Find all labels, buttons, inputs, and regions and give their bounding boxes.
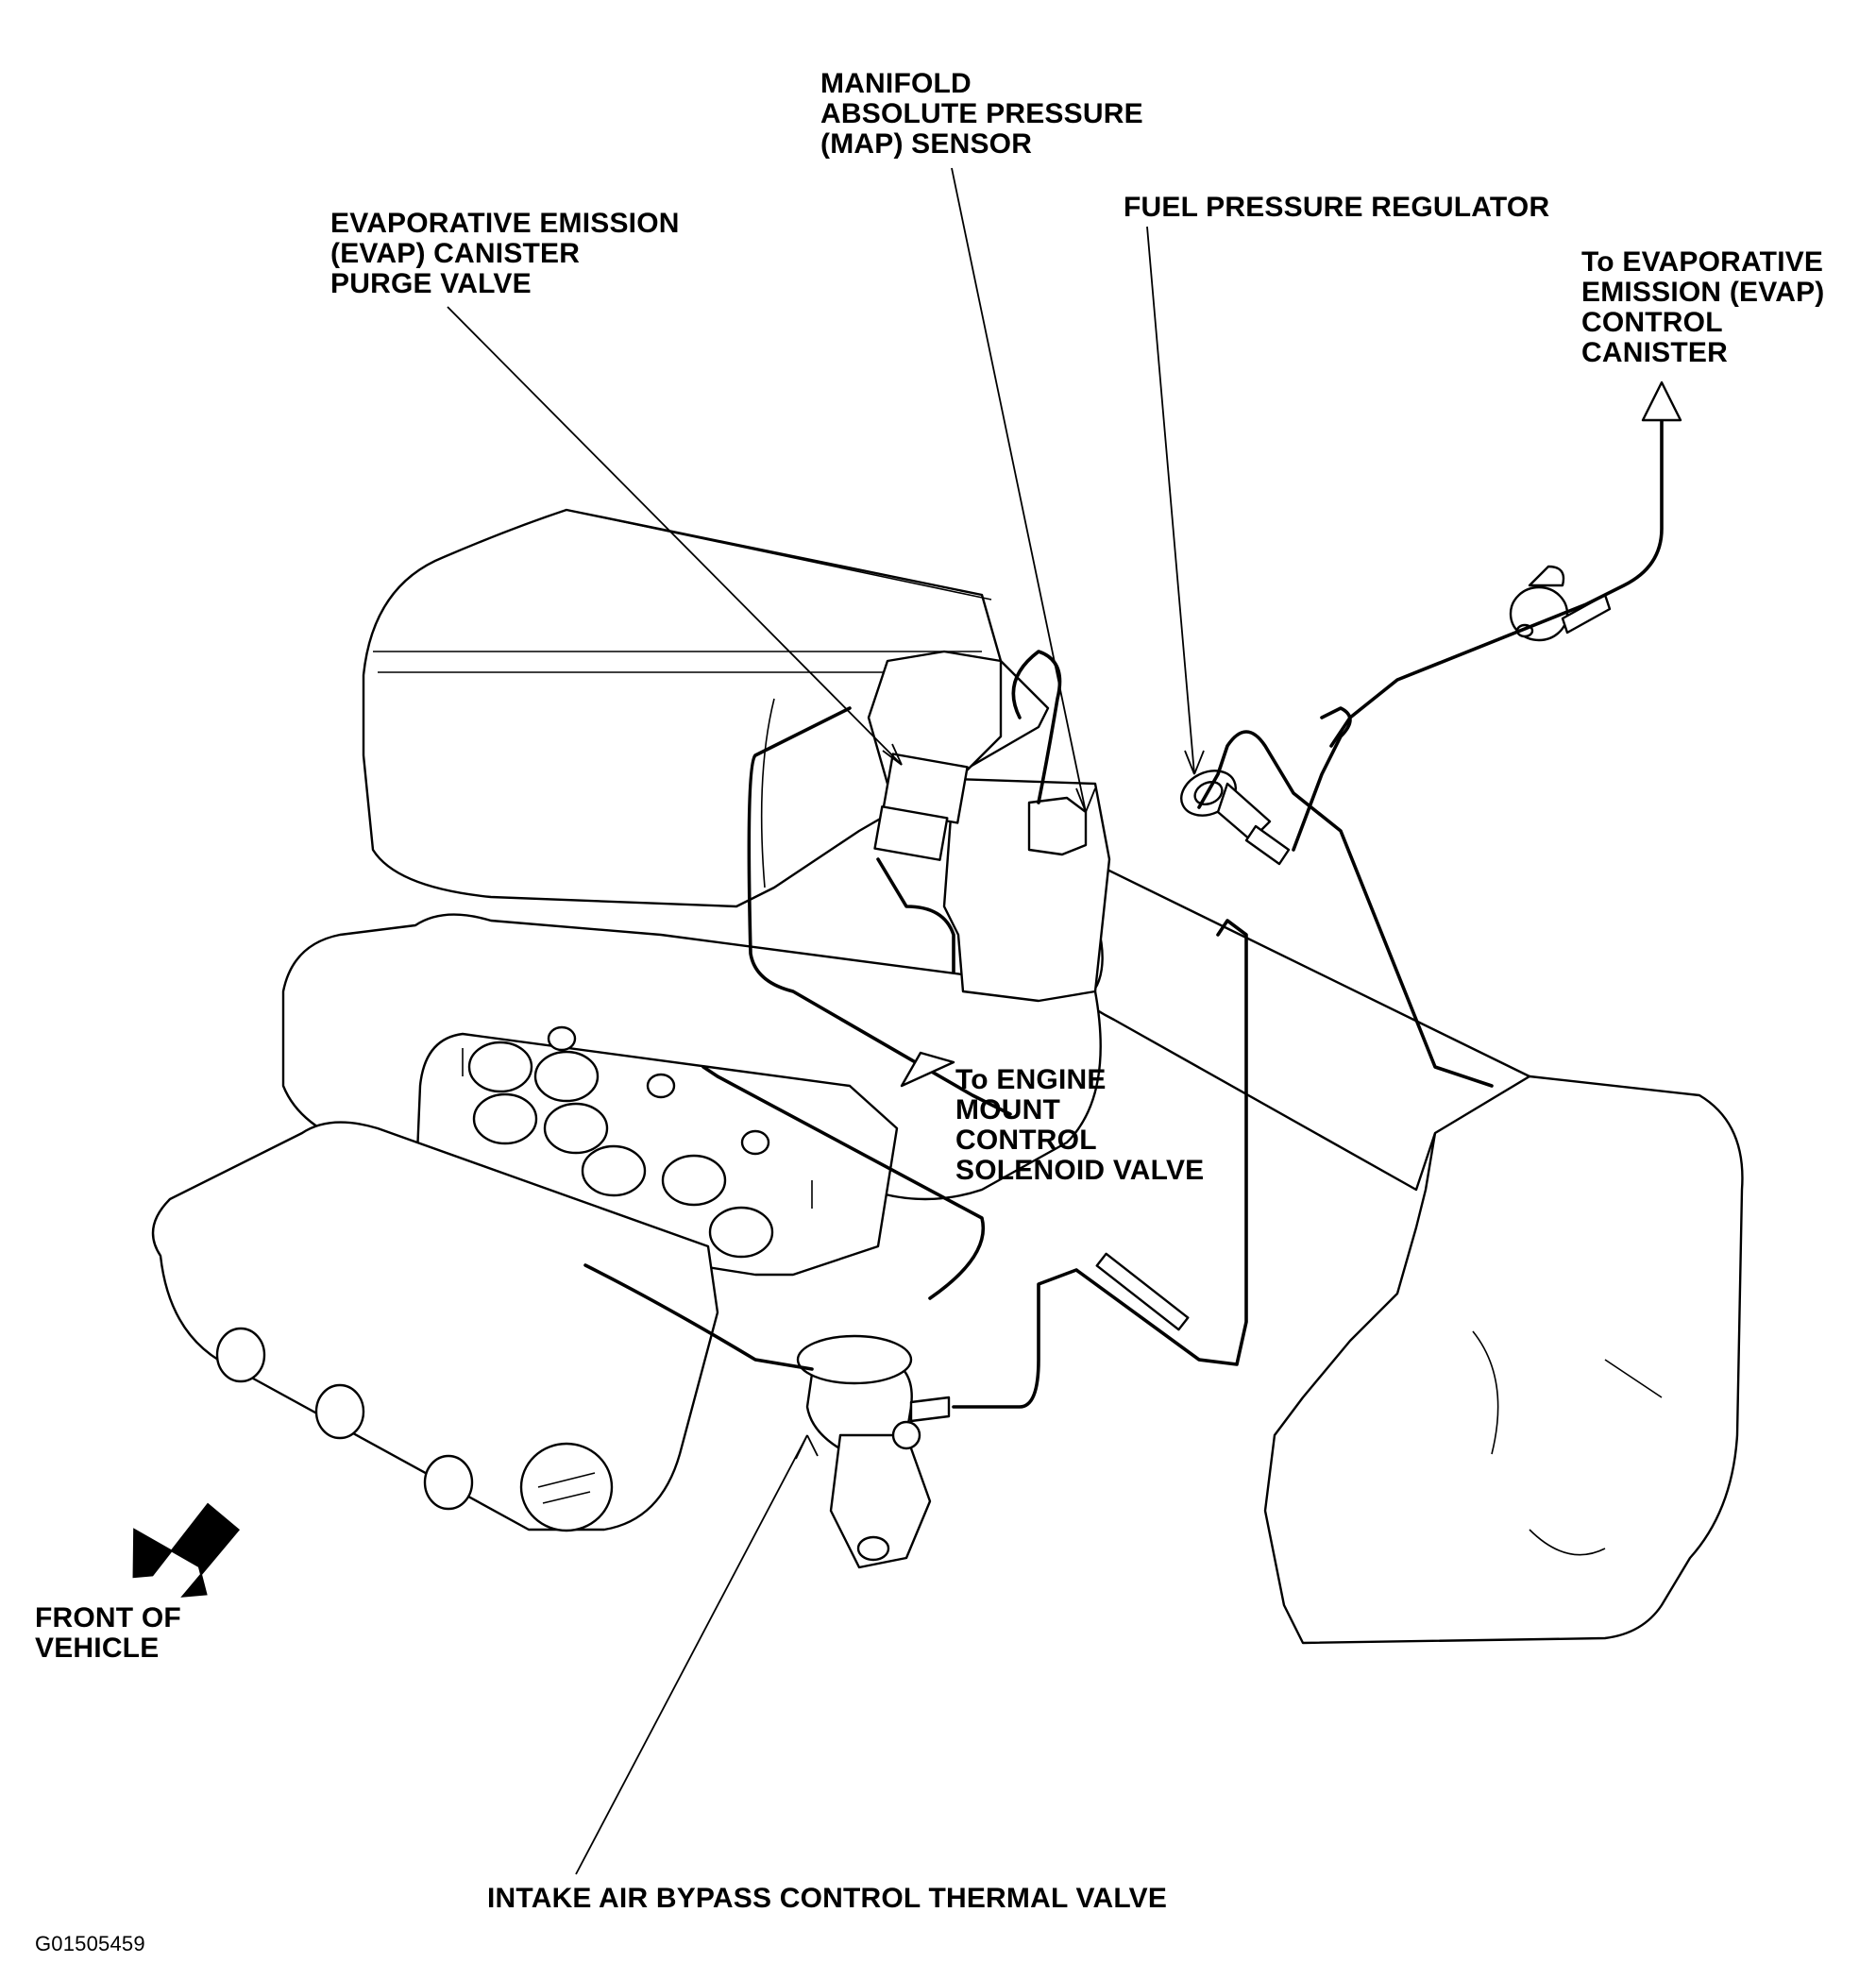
leader-thermal-valve [575, 1434, 808, 1875]
hose-purge-to-mount-valve [747, 706, 1012, 1116]
fuel-pressure-regulator-part [1180, 770, 1291, 866]
intake-air-bypass-thermal-valve-part [796, 1334, 951, 1569]
label-map-sensor: MANIFOLD ABSOLUTE PRESSURE (MAP) SENSOR [820, 68, 1143, 160]
hose-thermal-valve-branch [701, 1065, 985, 1300]
hollow-arrowhead-icon [1641, 381, 1682, 422]
intake-plenum [362, 508, 1050, 908]
map-sensor-body [1027, 796, 1088, 856]
label-to-engine-mount: To ENGINE MOUNT CONTROL SOLENOID VALVE [955, 1064, 1205, 1186]
intake-elbow [867, 650, 1003, 786]
hose-manifold-to-valve [583, 1263, 814, 1371]
evap-line-check-valve [1509, 565, 1612, 642]
hose-map-sensor [1011, 650, 1062, 804]
transmission-housing [1263, 1075, 1744, 1645]
front-valve-cover [151, 1121, 719, 1531]
hose-fuel-regulator-loop [1197, 730, 1494, 1088]
hose-purge-valve-rail [876, 857, 955, 974]
label-to-evap-canister: To EVAPORATIVE EMISSION (EVAP) CONTROL C… [1581, 246, 1825, 368]
figure-code: G01505459 [35, 1932, 145, 1955]
leader-evap-purge-valve [447, 306, 903, 766]
arrow-down-left-icon [132, 1502, 241, 1598]
label-fuel-pressure-regulator: FUEL PRESSURE REGULATOR [1124, 192, 1550, 223]
leader-map-sensor [951, 167, 1087, 813]
label-intake-air-bypass: INTAKE AIR BYPASS CONTROL THERMAL VALVE [487, 1883, 1168, 1914]
hose-to-evap-canister [1329, 418, 1664, 748]
fuel-rail-pipe [1292, 706, 1352, 852]
hollow-arrowhead-icon [900, 1051, 955, 1088]
leader-fuel-regulator [1146, 226, 1195, 775]
label-evap-purge-valve: EVAPORATIVE EMISSION (EVAP) CANISTER PUR… [330, 208, 680, 299]
oil-filler-cap [519, 1442, 614, 1532]
label-front-of-vehicle: FRONT OF VEHICLE [35, 1602, 181, 1664]
hose-thermal-valve-main [952, 919, 1248, 1409]
